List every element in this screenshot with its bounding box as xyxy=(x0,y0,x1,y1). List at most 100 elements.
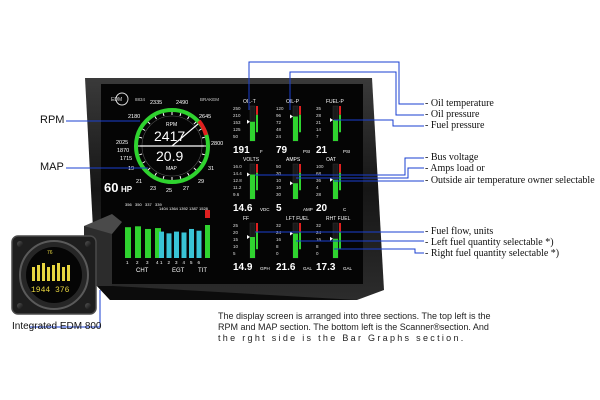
bar-gauge-value: 21 xyxy=(316,145,328,156)
dial-tick-mark xyxy=(142,161,146,164)
leader-lines xyxy=(30,61,424,328)
bar-gauge-pointer xyxy=(290,114,293,119)
rpm-tick: 2025 xyxy=(116,140,128,146)
dial-tick-mark xyxy=(179,113,182,117)
cylinder-number: 6 xyxy=(198,260,201,265)
bar-gauge-greenband xyxy=(256,231,258,250)
dial-tick-mark xyxy=(154,172,157,176)
bar-gauge-greenband xyxy=(299,172,301,191)
caption: The display screen is arranged into thre… xyxy=(218,311,598,344)
map-label: MAP xyxy=(40,161,64,173)
device-bar xyxy=(47,267,50,281)
bar-gauge-tick: 25 xyxy=(233,223,239,228)
bar-gauge-name: RHT FUEL xyxy=(326,216,351,222)
bar-gauge-tick: 30 xyxy=(276,192,282,197)
cht-bar xyxy=(125,227,131,258)
egt-readout: 1392 xyxy=(179,206,189,211)
bar-gauge-tick: 153 xyxy=(233,120,241,125)
bar-gauge-pointer xyxy=(330,118,333,122)
bar-gauge-tick: 16 xyxy=(276,237,282,242)
bar-gauge-fill xyxy=(250,237,255,258)
dial-tick-mark xyxy=(187,172,190,176)
bar-gauge-redline xyxy=(299,223,301,232)
bar-gauge-redline xyxy=(256,106,258,115)
map-tick: 31 xyxy=(208,166,214,172)
map-tick: 23 xyxy=(150,186,156,192)
bar-gauge-fill xyxy=(293,233,298,258)
bar-gauge-name: FUEL-P xyxy=(326,99,344,105)
bar-gauge-tick: 100 xyxy=(316,164,324,169)
cht-bar xyxy=(135,226,141,258)
bar-gauge-redline xyxy=(299,164,301,173)
bar-gauge-tick: 20 xyxy=(233,230,239,235)
bar-gauge-pointer xyxy=(330,177,333,182)
bar-gauge-fill xyxy=(250,121,255,141)
rpm-tick: 2645 xyxy=(199,114,211,120)
callout-fuel-flow: - Fuel flow, units xyxy=(425,226,494,237)
bar-gauge-tick: 4 xyxy=(316,185,319,190)
device-bar xyxy=(57,263,60,281)
map-value: 20.9 xyxy=(156,148,183,164)
bar-gauge-unit: PSI xyxy=(343,149,350,154)
cylinder-number: 3 xyxy=(175,260,178,265)
bar-gauge-value: 5 xyxy=(276,203,282,214)
bar-gauge-redline xyxy=(339,223,341,232)
dial-tick-mark xyxy=(162,175,165,179)
bar-gauge-unit: AMP xyxy=(303,207,313,212)
dial-tick-mark xyxy=(142,128,146,131)
bar-gauge-tick: 11.2 xyxy=(233,185,242,190)
cylinder-number: 3 xyxy=(146,260,149,265)
bar-gauge-pointer xyxy=(330,236,333,241)
bar-gauge-redline xyxy=(339,164,341,173)
bar-gauge-tick: 10 xyxy=(276,178,282,183)
cht-label: CHT xyxy=(136,268,149,274)
map-tick: 19 xyxy=(128,166,134,172)
dial-top-right-text: BRAKEM xyxy=(200,97,219,102)
bar-gauge-value: 191 xyxy=(233,145,250,156)
map-tick: 21 xyxy=(136,179,142,185)
bar-gauge-pointer xyxy=(247,235,250,239)
bar-gauge-name: VOLTS xyxy=(243,157,260,163)
bar-gauge-name: OIL-P xyxy=(286,99,300,105)
device-bar xyxy=(42,263,45,281)
callout-oil-temperature: - Oil temperature xyxy=(425,98,494,109)
bar-gauge-tick: 8 xyxy=(316,244,319,249)
dial-tick-mark xyxy=(154,116,157,120)
bar-gauge-greenband xyxy=(256,114,258,133)
callout-fuel-pressure: - Fuel pressure xyxy=(425,120,485,131)
rpm-label: RPM xyxy=(40,114,65,126)
callout-amps: - Amps load or xyxy=(425,163,485,174)
bar-gauge-value: 17.3 xyxy=(316,262,336,273)
rpm-tick: 2335 xyxy=(150,100,162,106)
map-tick-labels: 19 21 23 25 27 29 31 xyxy=(128,166,214,194)
bar-gauge-unit: VDC xyxy=(260,207,270,212)
bar-gauge-unit: F xyxy=(260,149,263,154)
dial-tick-mark xyxy=(139,153,143,156)
bar-gauge-tick: 35 xyxy=(316,106,322,111)
bar-gauge-unit: GAL xyxy=(343,266,353,271)
egt-bar xyxy=(174,231,179,258)
bar-gauge-tick: 72 xyxy=(276,120,282,125)
cylinder-number: 4 xyxy=(156,260,159,265)
hp-unit: HP xyxy=(121,185,133,194)
bar-gauge-name: AMPS xyxy=(286,157,301,163)
bar-gauge-tick: 48 xyxy=(276,127,282,132)
bar-gauge-unit: GAL xyxy=(303,266,313,271)
bar-gauge-tick: 10 xyxy=(233,244,239,249)
cht-readout: 339 xyxy=(155,202,162,207)
callout-oat: - Outside air temperature owner selectab… xyxy=(425,175,595,186)
callout-oil-pressure: - Oil pressure xyxy=(425,109,480,120)
caption-line-1: The display screen is arranged into thre… xyxy=(218,311,491,321)
rpm-tick: 1715 xyxy=(120,156,132,162)
bar-gauge-tick: 24 xyxy=(276,134,282,139)
bar-gauge-value: 14.9 xyxy=(233,262,253,273)
cht-readout: 350 xyxy=(135,202,142,207)
bar-gauge-tick: 36 xyxy=(316,178,322,183)
bar-gauge-value: 21.6 xyxy=(276,262,296,273)
cht-bar xyxy=(145,228,151,258)
bar-gauge-name: FF xyxy=(243,216,249,222)
dial-tick-mark xyxy=(187,116,190,120)
